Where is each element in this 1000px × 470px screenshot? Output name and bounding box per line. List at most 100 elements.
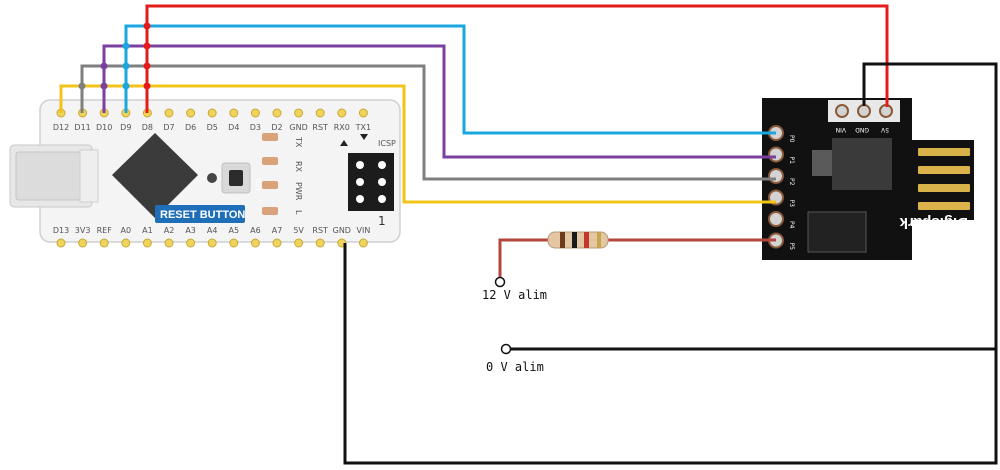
icsp-label: ICSP <box>378 139 396 148</box>
digispark-brand: Digispark <box>899 214 968 231</box>
led-label-rx: RX <box>294 161 303 173</box>
pin-a6-bottom <box>250 238 260 248</box>
pin-a5-bottom <box>229 238 239 248</box>
regulator-tab <box>812 150 832 176</box>
pin-label-top: D2 <box>271 123 282 132</box>
atmega-chip <box>112 133 198 218</box>
led-l <box>262 207 278 215</box>
label-12v-alim: 12 V alim <box>482 288 547 302</box>
pin-label-bottom: 3V3 <box>75 226 91 235</box>
usb-connector-inner <box>15 151 87 201</box>
rst-label: RST <box>254 178 262 192</box>
pin-d5-top <box>207 108 217 118</box>
pin-label-bottom: A6 <box>250 226 261 235</box>
pin-p2 <box>768 168 784 184</box>
pin-tx1-top <box>358 108 368 118</box>
side-pin-label: P3 <box>788 200 795 208</box>
pin-rst-bottom <box>315 238 325 248</box>
pin-label-top: D8 <box>142 123 153 132</box>
pin-rx0-top <box>337 108 347 118</box>
wires <box>59 4 998 465</box>
pin-vin <box>835 104 849 118</box>
pin-label-bottom: 5V <box>293 226 304 235</box>
junction-dots <box>78 22 151 90</box>
side-pin-label: P5 <box>788 243 795 251</box>
icsp-pins <box>356 161 386 203</box>
pin-a2-bottom <box>164 238 174 248</box>
icsp-pin1-label: 1 <box>378 214 386 228</box>
label-0v-alim: 0 V alim <box>486 360 544 374</box>
led-pwr <box>262 181 278 189</box>
digispark-url: digistump.com <box>913 116 958 123</box>
pin-label-bottom: REF <box>97 226 113 235</box>
pin-label-top: D10 <box>96 123 112 132</box>
header-label-gnd: GND <box>855 126 869 133</box>
icsp-arrow-icon <box>340 140 348 146</box>
pin-a3-bottom <box>186 238 196 248</box>
led-tx <box>262 133 278 141</box>
arduino-nano-board: RST TX RX PWR L ICSP 1 RESET BUTTON D12 D… <box>9 99 401 248</box>
wire-red-5v <box>145 4 889 113</box>
reset-button-label: RESET BUTTON <box>160 209 245 221</box>
pin-label-top: D7 <box>163 123 174 132</box>
side-pin-label: P2 <box>788 178 795 186</box>
pin-p4 <box>768 211 784 227</box>
header-label-5v: 5V <box>880 126 889 133</box>
pin-d2-top <box>272 108 282 118</box>
pin-a1-bottom <box>142 238 152 248</box>
led-label-pwr: PWR <box>294 182 303 201</box>
header-label-vin: VIN <box>836 126 846 133</box>
digispark-board: digistump.com Digispark VIN GND 5V P0P1P… <box>762 98 974 260</box>
pin-d4-top <box>229 108 239 118</box>
pin-label-top: D4 <box>228 123 239 132</box>
pin-label-top: D3 <box>250 123 261 132</box>
terminal-12v <box>494 276 506 288</box>
pin-label-top: RST <box>312 123 328 132</box>
pin-label-bottom: VIN <box>356 226 370 235</box>
pin-label-bottom: A0 <box>121 226 132 235</box>
pin-label-bottom: A4 <box>207 226 218 235</box>
usb-contacts <box>918 148 970 210</box>
attiny-chip <box>807 211 867 253</box>
pin-d3-top <box>250 108 260 118</box>
terminal-0v <box>500 343 512 355</box>
led-label-l: L <box>294 210 303 215</box>
pin-label-bottom: A3 <box>185 226 196 235</box>
status-leds: TX RX PWR L <box>262 133 303 215</box>
side-pin-label: P4 <box>788 221 795 229</box>
pin-label-bottom: RST <box>312 226 328 235</box>
pin-label-top: D11 <box>74 123 90 132</box>
pin-label-top: RX0 <box>334 123 350 132</box>
pin-a7-bottom <box>272 238 282 248</box>
pin-label-bottom: A5 <box>229 226 240 235</box>
pin-label-bottom: A2 <box>164 226 175 235</box>
led-rx <box>262 157 278 165</box>
pin-label-bottom: A1 <box>142 226 153 235</box>
pin-label-top: D12 <box>53 123 69 132</box>
tx-arrow-icon <box>360 134 368 140</box>
side-pin-label: P1 <box>788 157 795 165</box>
wire-cyan-p0 <box>124 24 776 135</box>
voltage-regulator <box>832 138 892 190</box>
wire-gray-p2 <box>80 64 776 181</box>
wire-black-gnd-top <box>510 62 998 351</box>
pin-a4-bottom <box>207 238 217 248</box>
usb-shield <box>79 149 99 203</box>
pin-5v-bottom <box>294 238 304 248</box>
pin-label-bottom: GND <box>333 226 351 235</box>
pin-p1 <box>768 146 784 163</box>
digispark-header: VIN GND 5V <box>828 100 900 133</box>
side-pin-label: P0 <box>788 135 795 143</box>
wire-black-gnd-bottom <box>343 243 998 465</box>
reset-button-callout <box>155 205 245 223</box>
pin-label-top: GND <box>289 123 307 132</box>
pin-a0-bottom <box>121 238 131 248</box>
led-label-tx: TX <box>294 136 303 148</box>
pin-label-bottom: A7 <box>272 226 283 235</box>
pin-gnd-top <box>294 108 304 118</box>
pin-label-top: D9 <box>120 123 131 132</box>
pin-d7-top <box>164 108 174 118</box>
wire-yellow-p3 <box>59 84 776 204</box>
